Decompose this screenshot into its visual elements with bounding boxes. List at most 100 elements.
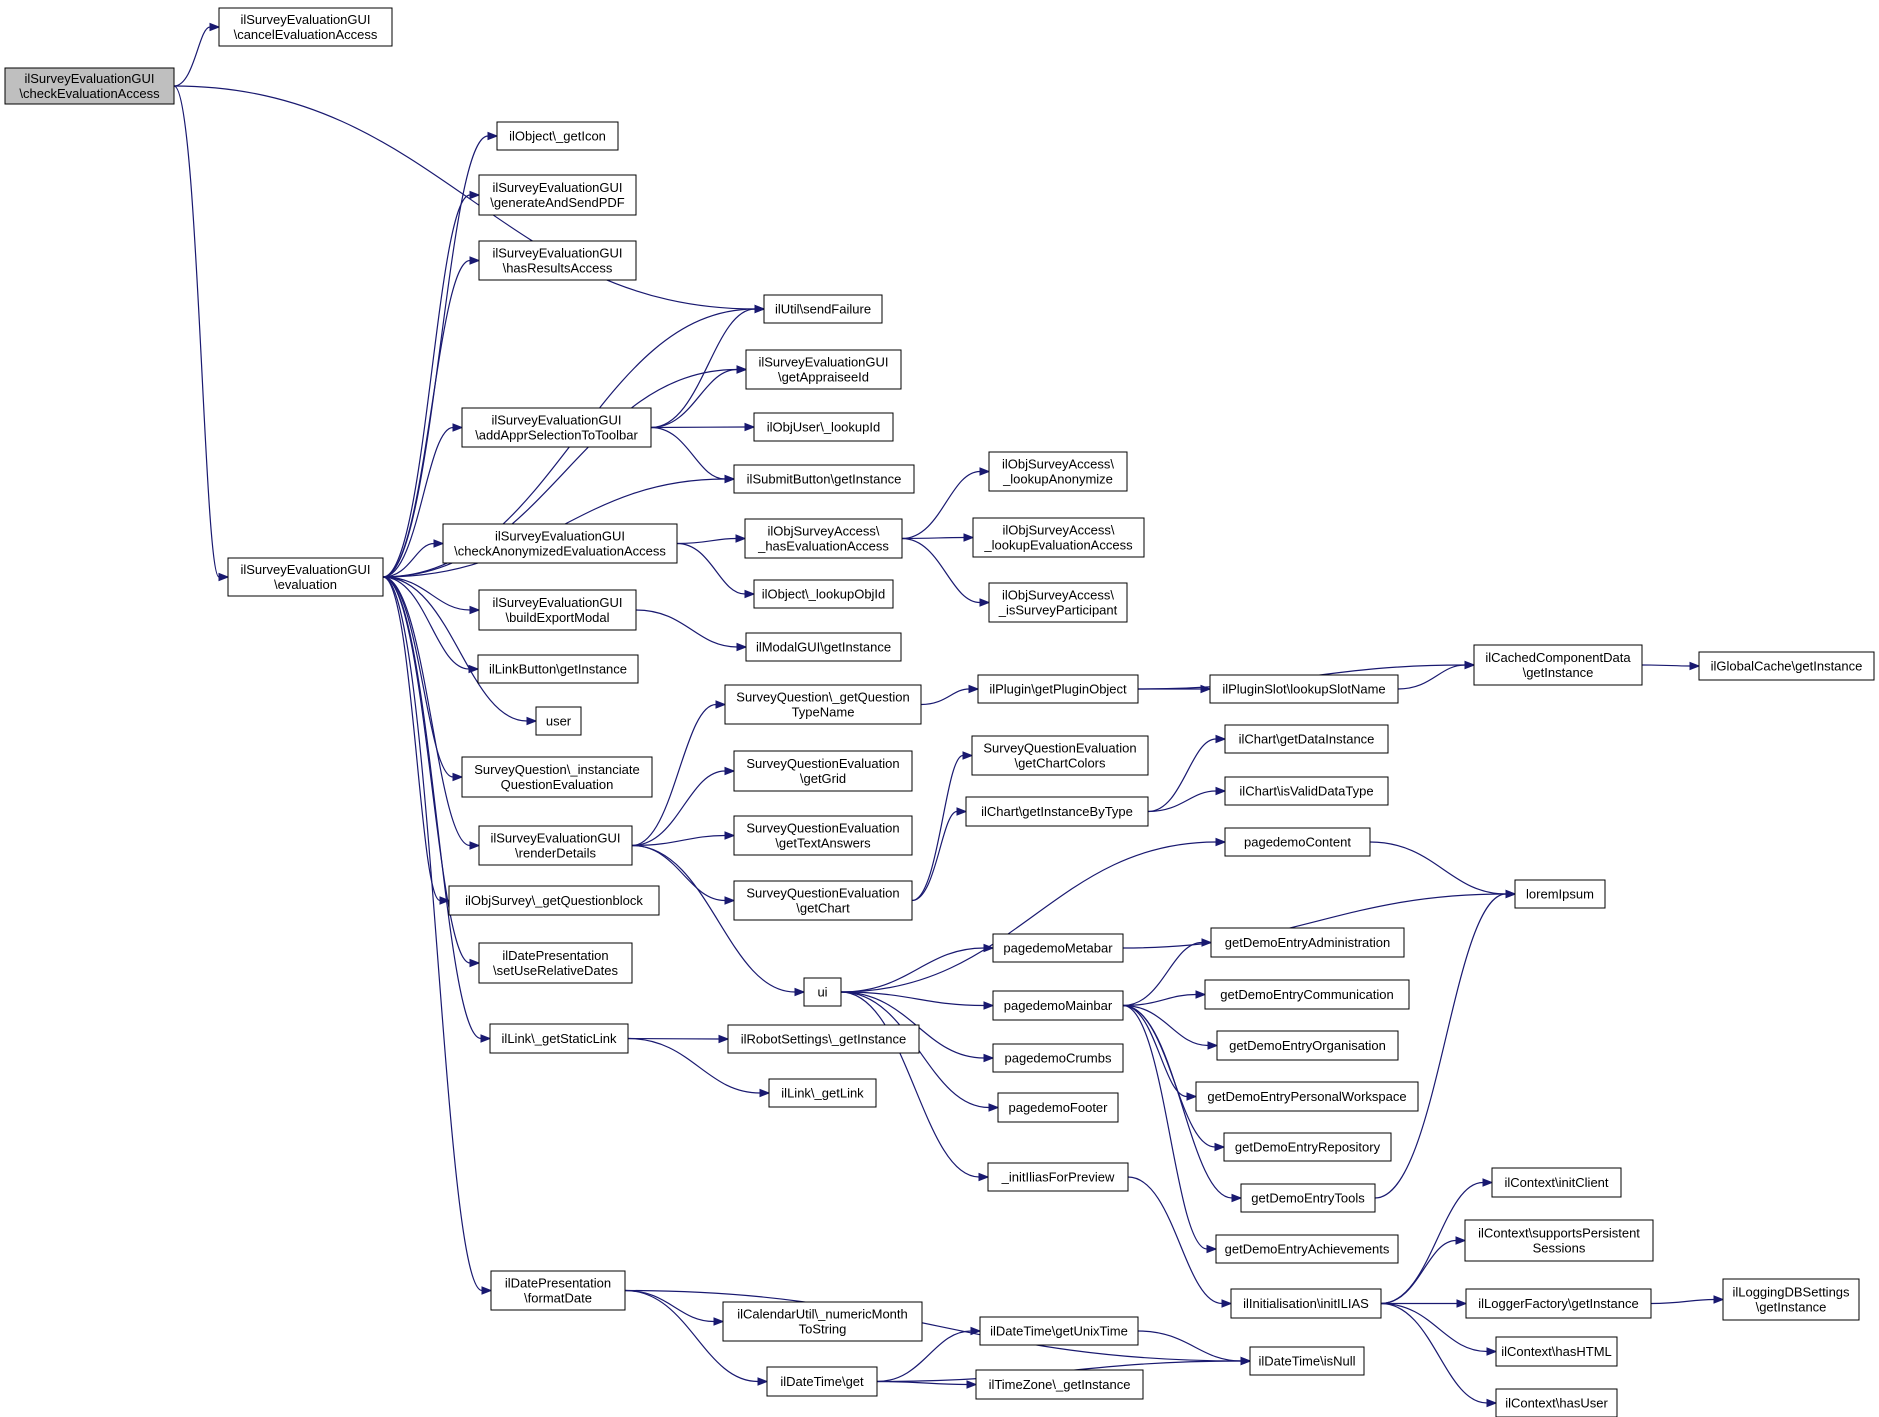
function-node[interactable]: ilLink\_getStaticLink — [489, 1023, 629, 1054]
function-node[interactable]: SurveyQuestionEvaluation\getGrid — [733, 750, 913, 792]
function-node[interactable]: ilUtil\sendFailure — [763, 294, 883, 324]
function-node[interactable]: ilObjSurveyAccess\_lookupAnonymize — [988, 451, 1128, 492]
node-label: SurveyQuestionEvaluation — [746, 886, 899, 901]
call-edge — [624, 1289, 725, 1326]
arrowhead — [735, 534, 747, 543]
function-node[interactable]: getDemoEntryCommunication — [1204, 979, 1410, 1010]
function-node[interactable]: getDemoEntryRepository — [1223, 1132, 1392, 1162]
function-node[interactable]: getDemoEntryPersonalWorkspace — [1195, 1081, 1419, 1112]
function-node[interactable]: ilDatePresentation\formatDate — [490, 1270, 626, 1311]
edge-line — [911, 810, 958, 902]
function-node[interactable]: ilObjUser\_lookupId — [753, 412, 894, 442]
function-node[interactable]: pagedemoMainbar — [992, 990, 1124, 1021]
function-node[interactable]: getDemoEntryOrganisation — [1216, 1030, 1399, 1061]
function-node[interactable]: ilLoggingDBSettings\getInstance — [1722, 1278, 1860, 1321]
function-node[interactable]: ilSurveyEvaluationGUI\getAppraiseeId — [745, 349, 902, 390]
function-node[interactable]: ilGlobalCache\getInstance — [1698, 651, 1875, 681]
node-label: \checkEvaluationAccess — [19, 86, 160, 101]
call-edge — [911, 751, 974, 902]
function-node[interactable]: ilSurveyEvaluationGUI\buildExportModal — [478, 589, 637, 631]
function-node[interactable]: getDemoEntryTools — [1240, 1183, 1376, 1213]
function-node[interactable]: ilSurveyEvaluationGUI\cancelEvaluationAc… — [218, 7, 393, 47]
node-label: ilUtil\sendFailure — [775, 302, 871, 317]
function-node[interactable]: ilContext\hasHTML — [1495, 1336, 1618, 1367]
function-node[interactable]: ilInitialisation\initILIAS — [1230, 1288, 1382, 1319]
function-node[interactable]: ilObjSurveyAccess\_lookupEvaluationAcces… — [972, 517, 1145, 558]
node-label: ilObjSurveyAccess\ — [1003, 523, 1115, 538]
function-node[interactable]: ui — [803, 977, 842, 1007]
node-box — [733, 880, 913, 921]
function-node[interactable]: loremIpsum — [1514, 879, 1606, 909]
call-edge — [876, 1326, 982, 1383]
function-node[interactable]: ilDateTime\getUnixTime — [979, 1316, 1139, 1346]
function-node[interactable]: ilChart\isValidDataType — [1224, 776, 1389, 806]
function-node[interactable]: pagedemoMetabar — [992, 933, 1124, 963]
arrowhead — [715, 700, 727, 709]
function-node[interactable]: ilSurveyEvaluationGUI\hasResultsAccess — [478, 240, 637, 281]
function-node[interactable]: pagedemoCrumbs — [992, 1043, 1124, 1073]
function-node[interactable]: ilRobotSettings\_getInstance — [727, 1024, 920, 1054]
function-node[interactable]: user — [535, 706, 582, 736]
function-node[interactable]: getDemoEntryAchievements — [1215, 1234, 1399, 1264]
function-node[interactable]: ilLoggerFactory\getInstance — [1465, 1288, 1652, 1319]
node-box — [753, 412, 894, 442]
function-node[interactable]: ilObject\_getIcon — [496, 121, 619, 151]
function-node[interactable]: ilObjSurvey\_getQuestionblock — [448, 885, 660, 916]
function-node[interactable]: ilSurveyEvaluationGUI\checkEvaluationAcc… — [4, 67, 175, 105]
arrowhead — [469, 958, 481, 968]
arrowhead — [1505, 889, 1517, 899]
function-node[interactable]: pagedemoContent — [1224, 827, 1371, 857]
node-label: ilContext\initClient — [1504, 1175, 1608, 1190]
function-node[interactable]: SurveyQuestionEvaluation\getChartColors — [971, 735, 1149, 776]
function-node[interactable]: ilDatePresentation\setUseRelativeDates — [478, 942, 633, 984]
function-node[interactable]: ilDateTime\get — [766, 1366, 878, 1397]
edge-line — [382, 368, 738, 578]
function-node[interactable]: ilModalGUI\getInstance — [745, 632, 902, 662]
function-node[interactable]: ilSurveyEvaluationGUI\checkAnonymizedEva… — [442, 523, 678, 564]
function-node[interactable]: SurveyQuestionEvaluation\getChart — [733, 880, 913, 921]
arrowhead — [979, 598, 991, 607]
function-node[interactable]: ilSurveyEvaluationGUI\generateAndSendPDF — [478, 174, 637, 216]
function-node[interactable]: ilChart\getInstanceByType — [965, 796, 1149, 827]
edge-line — [382, 426, 454, 578]
function-node[interactable]: SurveyQuestionEvaluation\getTextAnswers — [733, 815, 913, 856]
function-node[interactable]: ilObjSurveyAccess\_hasEvaluationAccess — [744, 518, 903, 559]
function-node[interactable]: ilChart\getDataInstance — [1224, 724, 1389, 754]
function-node[interactable]: ilContext\hasUser — [1495, 1388, 1618, 1417]
function-node[interactable]: ilPluginSlot\lookupSlotName — [1209, 674, 1399, 704]
node-label: ilInitialisation\initILIAS — [1243, 1296, 1369, 1311]
call-edge — [876, 1380, 978, 1389]
function-node[interactable]: ilObjSurveyAccess\_isSurveyParticipant — [988, 582, 1128, 623]
function-node[interactable]: ilCachedComponentData\getInstance — [1473, 644, 1643, 686]
call-edge — [382, 576, 451, 905]
arrowhead — [744, 589, 756, 599]
function-node[interactable]: ilDateTime\isNull — [1249, 1346, 1365, 1376]
node-label: ilObjSurveyAccess\ — [1002, 588, 1114, 603]
function-node[interactable]: pagedemoFooter — [997, 1092, 1119, 1123]
function-node[interactable]: ilSurveyEvaluationGUI\addApprSelectionTo… — [461, 407, 652, 448]
function-node[interactable]: ilSubmitButton\getInstance — [733, 464, 915, 494]
edge-line — [382, 259, 471, 578]
function-node[interactable]: ilLinkButton\getInstance — [477, 654, 639, 684]
function-node[interactable]: ilContext\initClient — [1491, 1167, 1622, 1198]
call-edge — [631, 831, 736, 847]
function-node[interactable]: _initIliasForPreview — [987, 1162, 1129, 1192]
edge-line — [627, 1037, 720, 1040]
arrowhead — [962, 751, 974, 760]
node-label: QuestionEvaluation — [501, 777, 614, 792]
node-box — [489, 1023, 629, 1054]
function-node[interactable]: getDemoEntryAdministration — [1210, 927, 1405, 958]
arrowhead — [480, 1034, 492, 1043]
function-node[interactable]: ilTimeZone\_getInstance — [975, 1369, 1144, 1400]
function-node[interactable]: ilSurveyEvaluationGUI\evaluation — [227, 557, 384, 597]
function-node[interactable]: ilSurveyEvaluationGUI\renderDetails — [478, 825, 633, 866]
function-node[interactable]: ilObject\_lookupObjId — [753, 579, 894, 609]
function-node[interactable]: ilPlugin\getPluginObject — [977, 674, 1139, 704]
function-node[interactable]: ilLink\_getLink — [768, 1078, 877, 1108]
call-edge — [1122, 1004, 1198, 1101]
node-box — [727, 1024, 920, 1054]
function-node[interactable]: SurveyQuestion\_instanciateQuestionEvalu… — [461, 756, 653, 798]
